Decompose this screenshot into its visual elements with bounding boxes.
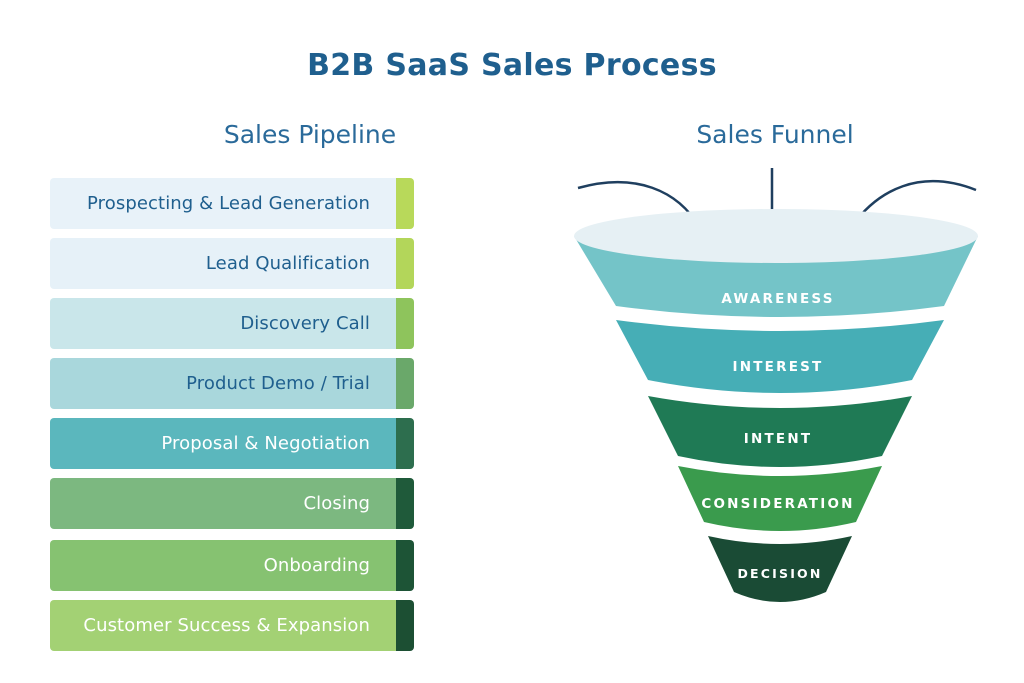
pipeline-stage-label: Onboarding — [50, 540, 396, 591]
pipeline-stage-label: Closing — [50, 478, 396, 529]
pipeline-stage-label: Proposal & Negotiation — [50, 418, 396, 469]
funnel-stage-consideration — [678, 466, 882, 531]
pipeline-stage-proposal: Proposal & Negotiation — [50, 418, 414, 469]
pipeline-stage-tab — [396, 358, 414, 409]
pipeline-stage-closing: Closing — [50, 478, 414, 529]
pipeline-list: Prospecting & Lead Generation Lead Quali… — [50, 178, 414, 652]
funnel-label-decision: DECISION — [737, 566, 822, 581]
funnel-stage-decision — [708, 536, 852, 602]
pipeline-stage-tab — [396, 238, 414, 289]
sales-funnel: AWARENESS INTEREST INTENT CONSIDERATION … — [574, 168, 978, 602]
pipeline-stage-label: Discovery Call — [50, 298, 396, 349]
pipeline-heading: Sales Pipeline — [223, 120, 397, 149]
page-title: B2B SaaS Sales Process — [307, 48, 717, 83]
funnel-stage-intent — [648, 396, 912, 467]
pipeline-stage-prospecting: Prospecting & Lead Generation — [50, 178, 414, 229]
pipeline-stage-tab — [396, 600, 414, 651]
pipeline-stage-tab — [396, 298, 414, 349]
funnel-label-awareness: AWARENESS — [721, 291, 834, 307]
pipeline-stage-label: Product Demo / Trial — [50, 358, 396, 409]
pipeline-stage-onboarding: Onboarding — [50, 540, 414, 591]
pipeline-stage-tab — [396, 418, 414, 469]
pipeline-stage-customer-success: Customer Success & Expansion — [50, 600, 414, 651]
pipeline-stage-tab — [396, 178, 414, 229]
funnel-stage-interest — [616, 320, 944, 393]
funnel-label-interest: INTEREST — [733, 359, 824, 375]
pipeline-stage-product-demo: Product Demo / Trial — [50, 358, 414, 409]
funnel-rim — [574, 209, 978, 263]
pipeline-stage-tab — [396, 540, 414, 591]
pipeline-stage-tab — [396, 478, 414, 529]
pipeline-stage-lead-qualification: Lead Qualification — [50, 238, 414, 289]
pipeline-stage-discovery-call: Discovery Call — [50, 298, 414, 349]
pipeline-stage-label: Customer Success & Expansion — [50, 600, 396, 651]
pipeline-stage-label: Lead Qualification — [50, 238, 396, 289]
funnel-heading: Sales Funnel — [696, 120, 854, 149]
funnel-label-intent: INTENT — [744, 431, 812, 447]
pipeline-stage-label: Prospecting & Lead Generation — [50, 178, 396, 229]
funnel-label-consideration: CONSIDERATION — [701, 496, 854, 512]
